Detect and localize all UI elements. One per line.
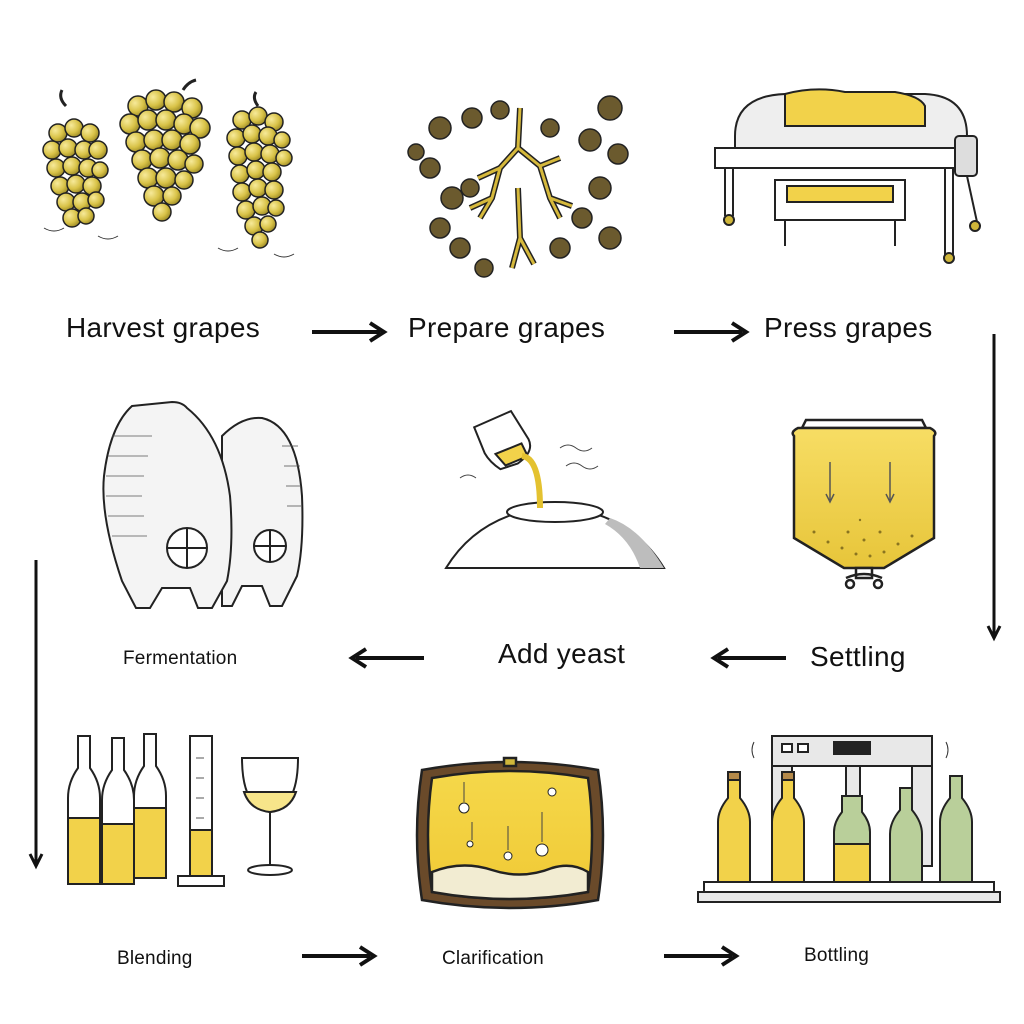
step-label-settling: Settling [810, 641, 906, 672]
barrel-cross-section-icon [412, 752, 608, 918]
destemmed-grapes-icon [400, 88, 640, 288]
step-label-add-yeast: Add yeast [498, 638, 626, 669]
bottling-machine-icon [694, 732, 1006, 918]
step-label-blending: Blending [117, 948, 193, 969]
arrow-down-left [28, 560, 44, 870]
grape-bunches-icon [38, 78, 298, 278]
arrow-down-right [986, 334, 1002, 642]
arrow-right-2 [674, 321, 750, 343]
step-label-harvest-grapes: Harvest grapes [66, 312, 261, 343]
arrow-right-4 [664, 945, 740, 967]
blending-bottles-glass-icon [60, 728, 318, 898]
pour-yeast-icon [440, 408, 670, 576]
concrete-egg-tanks-icon [92, 396, 312, 618]
step-label-prepare-grapes: Prepare grapes [408, 312, 606, 343]
step-label-clarification: Clarification [442, 948, 544, 969]
arrow-right-3 [302, 945, 378, 967]
wine-press-icon [705, 86, 995, 266]
step-label-fermentation: Fermentation [123, 648, 238, 669]
arrow-left-2 [348, 647, 424, 669]
arrow-right-1 [312, 321, 388, 343]
step-label-bottling: Bottling [804, 945, 869, 966]
settling-tank-icon [784, 412, 944, 602]
arrow-left-1 [710, 647, 786, 669]
step-label-press-grapes: Press grapes [764, 312, 933, 343]
